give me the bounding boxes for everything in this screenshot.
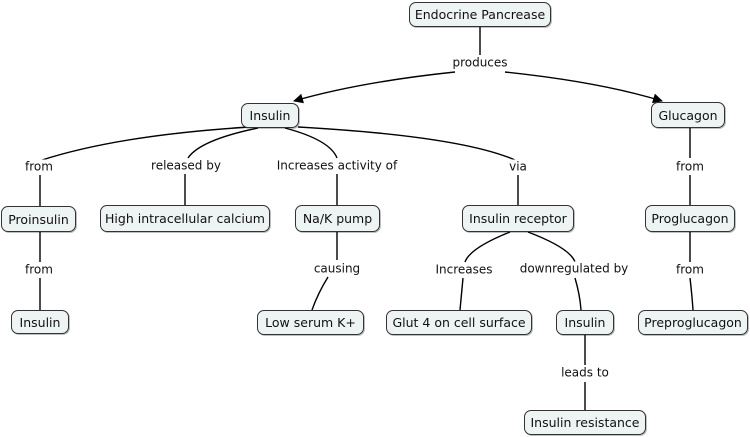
link-from-insulin: from bbox=[23, 262, 55, 278]
link-via: via bbox=[507, 159, 529, 175]
node-insulin[interactable]: Insulin bbox=[241, 103, 299, 128]
edge-insulin-increases bbox=[284, 127, 338, 159]
link-leads-to: leads to bbox=[559, 365, 611, 381]
link-increases: Increases bbox=[433, 262, 495, 278]
node-glut4-on-cell-surface[interactable]: Glut 4 on cell surface bbox=[386, 310, 532, 335]
edge-produces-glucagon bbox=[504, 71, 663, 104]
edge-insulin-from bbox=[41, 126, 251, 161]
edge-increases-glut4 bbox=[459, 277, 464, 311]
node-glucagon[interactable]: Glucagon bbox=[651, 102, 725, 128]
edge-causing-lowk bbox=[311, 276, 329, 311]
link-from-proinsulin: from bbox=[23, 159, 55, 175]
link-causing: causing bbox=[311, 261, 363, 277]
edge-insulin-released bbox=[187, 127, 259, 159]
node-preproglucagon[interactable]: Preproglucagon bbox=[638, 310, 748, 335]
link-released-by: released by bbox=[149, 158, 223, 174]
node-insulin-resistance[interactable]: Insulin resistance bbox=[524, 410, 646, 435]
link-increases-activity-of: Increases activity of bbox=[274, 158, 400, 174]
link-from-glucagon: from bbox=[674, 159, 706, 175]
node-proglucagon[interactable]: Proglucagon bbox=[645, 205, 735, 232]
edge-produces-insulin bbox=[293, 71, 456, 104]
node-high-intracellular-calcium[interactable]: High intracellular calcium bbox=[100, 205, 270, 232]
edge-receptor-downreg bbox=[527, 231, 576, 263]
link-downregulated-by: downregulated by bbox=[517, 261, 631, 277]
node-na-k-pump[interactable]: Na/K pump bbox=[295, 205, 380, 232]
edge-downreg-insulin bbox=[574, 277, 582, 311]
link-from-preproglucagon: from bbox=[674, 262, 706, 278]
edge-insulin-via bbox=[297, 126, 516, 161]
node-insulin-receptor[interactable]: Insulin receptor bbox=[462, 205, 574, 232]
link-produces: produces bbox=[450, 55, 510, 71]
edge-receptor-increases bbox=[464, 231, 511, 263]
node-insulin-downregulated[interactable]: Insulin bbox=[556, 310, 614, 335]
node-proinsulin[interactable]: Proinsulin bbox=[1, 206, 76, 232]
edge-from-preproglucagon bbox=[689, 277, 694, 311]
node-insulin-from-proinsulin[interactable]: Insulin bbox=[11, 310, 69, 334]
node-low-serum-k[interactable]: Low serum K+ bbox=[257, 310, 364, 335]
node-endocrine-pancreas[interactable]: Endocrine Pancrease bbox=[409, 2, 551, 27]
